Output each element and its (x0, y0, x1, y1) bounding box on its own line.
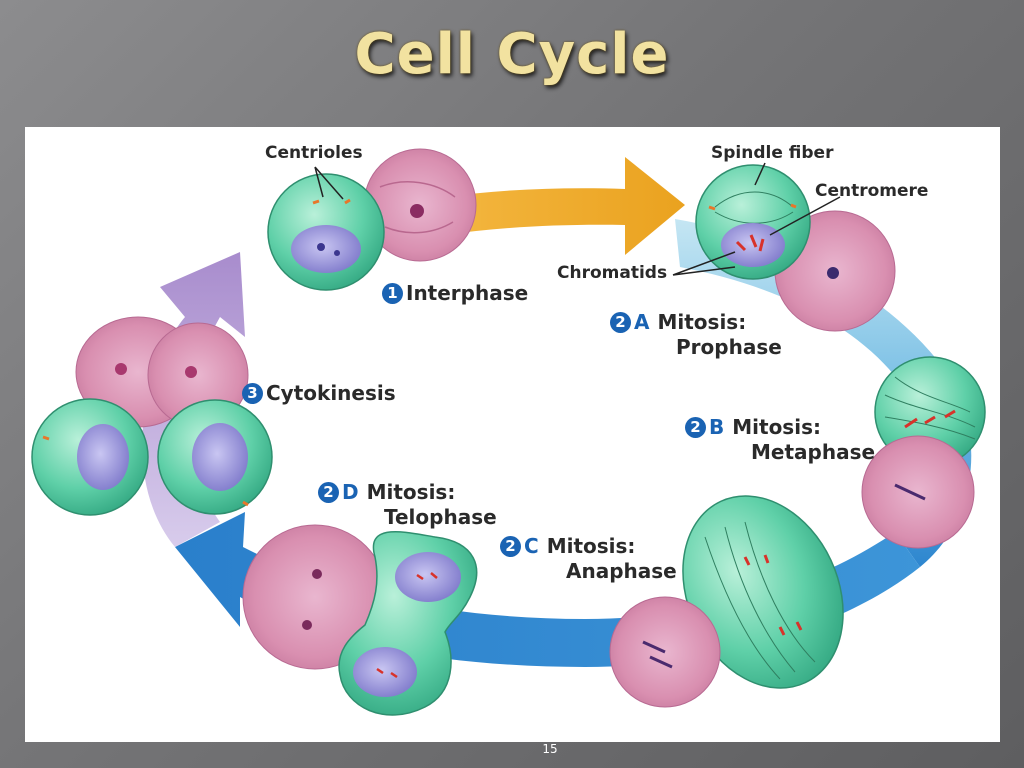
cytokinesis-cell-left (31, 398, 149, 516)
stage-title: Mitosis: (546, 534, 636, 558)
chromatids-label: Chromatids (557, 263, 668, 283)
stage-subtitle: Telophase (384, 505, 497, 529)
stage-letter: A (634, 310, 650, 334)
centromere-label: Centromere (815, 181, 929, 201)
centrioles-label: Centrioles (265, 143, 363, 163)
prophase-cell (695, 164, 811, 280)
cell-cycle-diagram (31, 148, 986, 716)
stage-letter: D (342, 480, 359, 504)
stage-title: Cytokinesis (266, 381, 396, 405)
stage-number-badge: 2 (685, 417, 706, 438)
stage-subtitle: Anaphase (566, 559, 677, 583)
stage-number-badge: 2 (610, 312, 631, 333)
cytokinesis-cell-right (157, 399, 273, 515)
stage-number-badge: 2 (500, 536, 521, 557)
spindle-fiber-label: Spindle fiber (711, 143, 834, 163)
stage-number-badge: 1 (382, 283, 403, 304)
stage-title: Interphase (406, 281, 529, 305)
stage-title: Mitosis: (366, 480, 456, 504)
stage-title: Mitosis: (657, 310, 747, 334)
diagram-panel: Centrioles Spindle fiber Centromere Chro… (25, 127, 1000, 742)
stage-letter: B (709, 415, 725, 439)
stage-subtitle: Prophase (676, 335, 782, 359)
stage-title: Mitosis: (732, 415, 821, 439)
stage-number-badge: 3 (242, 383, 263, 404)
anaphase-micrograph (609, 596, 721, 708)
stage-subtitle: Metaphase (751, 440, 876, 464)
leader-lines (314, 162, 841, 276)
slide-title: Cell Cycle (354, 22, 670, 87)
interphase-cell (267, 173, 385, 291)
stage-number-badge: 2 (318, 482, 339, 503)
telophase-cell (338, 531, 478, 716)
interphase-arrow (280, 157, 685, 277)
page-number: 15 (542, 742, 558, 756)
stage-letter: C (524, 534, 539, 558)
metaphase-micrograph (861, 435, 975, 549)
